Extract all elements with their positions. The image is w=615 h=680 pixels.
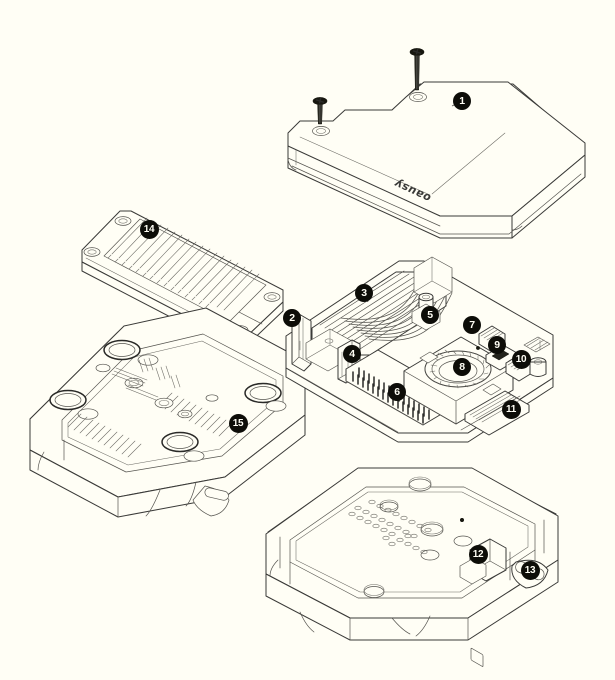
callout-badge-11[interactable]: 11 <box>501 399 521 419</box>
rubber-feet-group <box>49 339 287 462</box>
callout-badge-7[interactable]: 7 <box>463 316 481 334</box>
floor-standoffs <box>379 476 473 561</box>
vent-hole-grid <box>348 499 432 555</box>
callout-badge-9[interactable]: 9 <box>488 336 506 354</box>
callout-badge-5[interactable]: 5 <box>421 306 439 324</box>
part-bottom-housing <box>265 467 559 641</box>
vent-slots-lower <box>67 413 142 458</box>
callout-badge-4[interactable]: 4 <box>343 345 361 363</box>
part-top-cover: oausy <box>287 81 586 239</box>
callout-badge-14[interactable]: 14 <box>139 219 159 239</box>
fin-tips <box>107 254 210 308</box>
callout-badge-1[interactable]: 1 <box>453 92 471 110</box>
part-outer-housing <box>29 307 306 518</box>
callout-badge-13[interactable]: 13 <box>520 560 540 580</box>
callout-badge-2[interactable]: 2 <box>283 309 301 327</box>
fan-blade-ticks <box>429 349 490 389</box>
standoff-cluster <box>95 357 219 419</box>
fastener-screw-right <box>409 48 425 91</box>
fastener-screw-left <box>312 97 328 125</box>
callout-badge-3[interactable]: 3 <box>355 284 373 302</box>
part-board-assembly <box>285 256 554 667</box>
callout-badge-12[interactable]: 12 <box>468 544 488 564</box>
callout-badge-15[interactable]: 15 <box>228 413 248 433</box>
callout-badge-10[interactable]: 10 <box>511 349 531 369</box>
callout-badge-8[interactable]: 8 <box>453 358 471 376</box>
callout-badge-6[interactable]: 6 <box>388 383 406 401</box>
